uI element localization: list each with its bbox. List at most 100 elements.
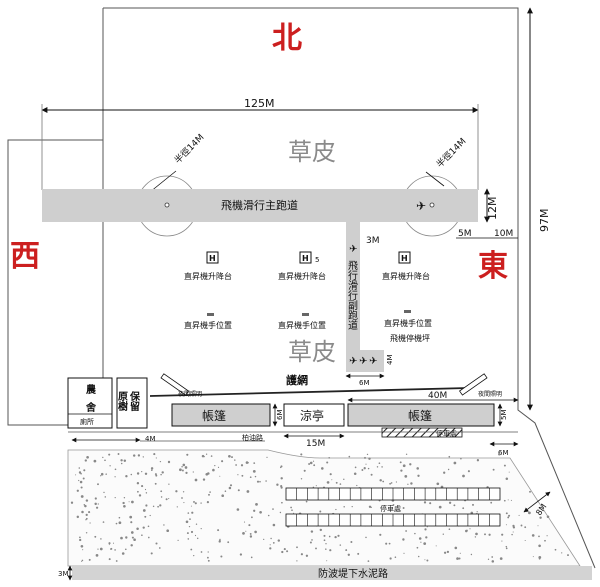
- gravel-dot: [89, 522, 91, 524]
- gravel-dot: [78, 479, 80, 482]
- gravel-dot: [538, 535, 540, 538]
- gravel-dot: [228, 486, 232, 490]
- heli-position-right: 直昇機手位置 飛機停機坪: [384, 310, 432, 343]
- gravel-dot: [110, 548, 112, 550]
- pavilion: 涼亭: [283, 403, 345, 427]
- gravel-dot: [120, 536, 123, 540]
- gravel-dot: [195, 523, 198, 525]
- gravel-dot: [131, 536, 134, 539]
- gravel-dot: [416, 546, 419, 549]
- gravel-dot: [120, 462, 123, 465]
- gravel-dot: [128, 501, 130, 503]
- gravel-dot: [389, 557, 392, 560]
- gravel-dot: [231, 456, 233, 459]
- gravel-dot: [167, 460, 171, 464]
- gravel-dot: [335, 481, 338, 484]
- gravel-dot: [150, 552, 153, 555]
- gravel-dot: [254, 530, 257, 534]
- gravel-dot: [85, 532, 88, 534]
- gravel-dot: [438, 505, 442, 509]
- gravel-dot: [389, 482, 391, 485]
- gravel-dot: [365, 536, 367, 539]
- gravel-dot: [234, 459, 236, 461]
- gravel-dot: [115, 522, 118, 525]
- gravel-dot: [308, 463, 311, 465]
- gravel-dot: [151, 469, 153, 472]
- bottom-width-label: 3M: [58, 570, 69, 578]
- gravel-dot: [345, 549, 348, 552]
- gravel-dot: [133, 538, 136, 542]
- gravel-dot: [117, 453, 120, 455]
- night-lamp-left: 夜間照明: [160, 373, 202, 398]
- gravel-dot: [142, 509, 146, 512]
- gravel-dot: [291, 509, 293, 512]
- gravel-dot: [263, 538, 265, 541]
- gravel-dot: [470, 511, 474, 515]
- gravel-dot: [435, 545, 437, 547]
- gravel-dot: [200, 551, 203, 553]
- gravel-dot: [476, 511, 478, 513]
- gravel-dot: [276, 483, 279, 486]
- gravel-dot: [323, 534, 326, 537]
- asphalt-path: 4M 柏油路 15M 6M: [68, 431, 519, 457]
- gravel-dot: [108, 453, 111, 456]
- gravel-dot: [385, 542, 388, 545]
- farmhouse-label: 農 舍: [85, 383, 99, 414]
- gravel-dot: [328, 535, 331, 538]
- gravel-dot: [363, 467, 366, 470]
- preserved-tree: 原樹 保留: [116, 377, 148, 429]
- gravel-dot: [337, 534, 340, 537]
- helipad-left: H 直昇機升降台: [184, 251, 232, 281]
- gravel-dot: [189, 518, 191, 520]
- gravel-dot: [152, 505, 155, 508]
- heli-position-left: 直昇機手位置: [184, 313, 232, 330]
- gravel-dot: [269, 547, 272, 550]
- gravel-dot: [84, 459, 87, 462]
- gravel-dot: [356, 484, 358, 487]
- gravel-dot: [114, 476, 116, 478]
- tree-label-2: 保留: [128, 390, 141, 412]
- gravel-dot: [472, 503, 474, 506]
- gravel-dot: [368, 457, 371, 460]
- tent-left: 帳篷: [171, 403, 271, 427]
- gravel-dot: [154, 482, 157, 485]
- gravel-dot: [245, 461, 249, 464]
- gravel-dot: [179, 468, 182, 472]
- gravel-dot: [136, 527, 139, 530]
- gravel-dot: [112, 542, 115, 544]
- gravel-dot: [400, 469, 403, 472]
- gravel-dot: [220, 555, 223, 558]
- farmhouse-char-2: 舍: [85, 401, 97, 414]
- gravel-dot: [182, 463, 186, 467]
- taxiway-width-label: 3M: [366, 236, 380, 246]
- gravel-dot: [321, 467, 324, 470]
- gravel-dot: [84, 504, 87, 508]
- gravel-dot: [190, 548, 193, 551]
- gravel-dot: [181, 497, 183, 499]
- gravel-dot: [323, 539, 326, 542]
- gravel-dot: [168, 498, 170, 500]
- gravel-dot: [505, 477, 509, 481]
- gravel-dot: [93, 459, 97, 463]
- gravel-dot: [402, 464, 406, 468]
- helipad-label: 直昇機升降台: [382, 271, 430, 281]
- gravel-dot: [85, 499, 89, 502]
- gravel-dot: [227, 541, 230, 544]
- gravel-dot: [100, 538, 102, 540]
- gravel-dot: [183, 502, 185, 504]
- gravel-dot: [118, 516, 121, 519]
- gravel-dot: [243, 521, 246, 523]
- gravel-dot: [315, 485, 317, 487]
- gravel-dot: [228, 454, 231, 458]
- gravel-dot: [269, 544, 271, 546]
- gravel-dot: [80, 495, 84, 498]
- tent-gap-dimension: 6M: [272, 403, 284, 427]
- helipad-icon: H: [302, 254, 309, 263]
- gravel-dot: [328, 456, 331, 459]
- gravel-dot: [108, 558, 111, 561]
- gravel-dot: [236, 508, 240, 511]
- gravel-dot: [191, 511, 194, 514]
- gravel-dot: [378, 462, 381, 465]
- gravel-dot: [94, 497, 97, 500]
- gravel-dot: [202, 478, 206, 481]
